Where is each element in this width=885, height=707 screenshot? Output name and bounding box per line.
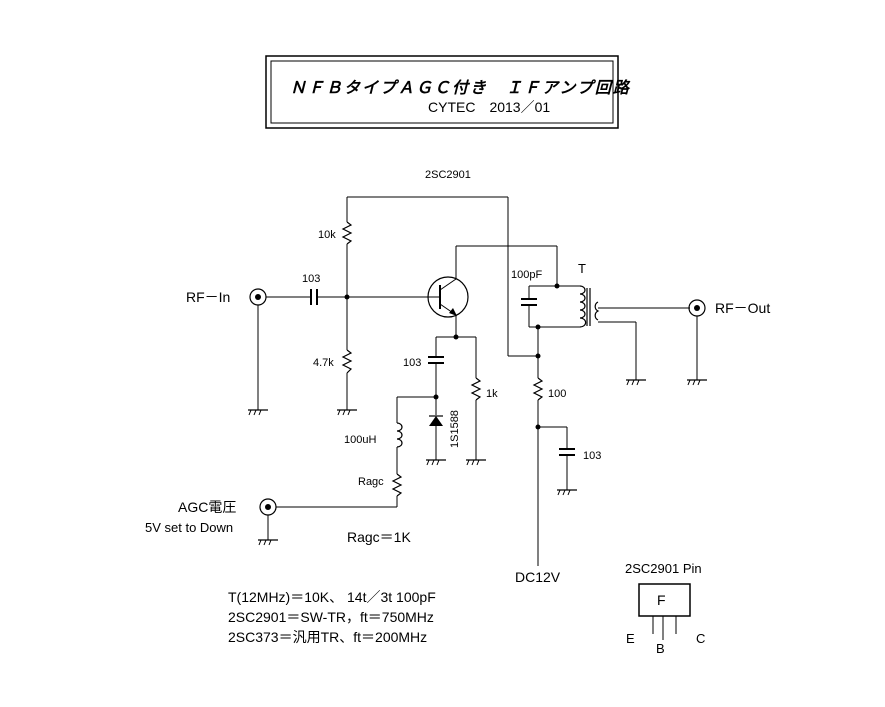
emitter-capacitor-label: 103 [403, 357, 421, 369]
rf-out-connector [688, 299, 706, 317]
pin-c-label: C [696, 631, 705, 646]
agc-connector [259, 498, 277, 516]
decoupling-capacitor [559, 448, 575, 456]
pinout-package [638, 583, 691, 640]
input-capacitor-label: 103 [302, 273, 320, 285]
resistor-ragc [391, 473, 403, 497]
pin-e-label: E [626, 631, 635, 646]
resistor-10k-label: 10k [318, 229, 336, 241]
rf-out-label: RF－Out [715, 300, 770, 316]
emitter-capacitor [428, 356, 444, 364]
inductor-label: 100uH [344, 434, 376, 446]
diode-label: 1S1588 [449, 410, 461, 448]
note-2sc2901-spec: 2SC2901＝SW-TR，ft＝750MHz [228, 609, 434, 625]
resistor-1k-label: 1k [486, 388, 498, 400]
pinout-title: 2SC2901 Pin [625, 561, 702, 576]
decoupling-capacitor-label: 103 [583, 450, 601, 462]
ground-symbol-rf-in [248, 409, 268, 416]
resistor-100-label: 100 [548, 388, 566, 400]
resistor-ragc-label: Ragc [358, 476, 384, 488]
diagram-title: ＮＦＢタイプＡＧＣ付き ＩＦアンプ回路 [290, 78, 631, 97]
tank-capacitor-label: 100pF [511, 269, 542, 281]
ground-symbol-emitter [466, 459, 486, 466]
transformer-t [579, 285, 600, 328]
agc-voltage-label: AGC電圧 [178, 499, 236, 515]
resistor-4k7-label: 4.7k [313, 357, 334, 369]
rf-in-connector [249, 288, 267, 306]
title-box: ＮＦＢタイプＡＧＣ付き ＩＦアンプ回路 CYTEC 2013／01 [265, 55, 631, 129]
diagram-subtitle: CYTEC 2013／01 [428, 99, 550, 115]
ragc-value-label: Ragc＝1K [347, 529, 411, 545]
pin-b-label: B [656, 641, 665, 656]
ground-symbol-bias [337, 409, 357, 416]
ground-symbol-rf-out [687, 379, 707, 386]
rf-in-label: RF－In [186, 289, 230, 305]
ground-symbol-decoupling [557, 489, 577, 496]
resistor-100 [532, 377, 544, 401]
ground-symbol-transformer [626, 379, 646, 386]
input-capacitor [310, 289, 318, 305]
tank-capacitor [521, 298, 537, 306]
transformer-label: T [578, 261, 586, 276]
note-2sc373-spec: 2SC373＝汎用TR、ft＝200MHz [228, 629, 427, 645]
resistor-1k [470, 377, 482, 401]
pinout-package-label: F [657, 592, 666, 608]
diode-1s1588 [429, 415, 443, 426]
ground-symbol-agc [258, 539, 278, 546]
ground-symbol-diode [426, 459, 446, 466]
note-transformer-spec: T(12MHz)＝10K、 14t／3t 100pF [228, 589, 436, 605]
resistor-10k [341, 221, 353, 245]
agc-note-label: 5V set to Down [145, 520, 233, 535]
resistor-4k7 [341, 349, 353, 374]
inductor-100uh [396, 422, 403, 448]
transistor-label: 2SC2901 [425, 169, 471, 181]
transistor-2sc2901 [427, 276, 469, 318]
dc-supply-label: DC12V [515, 569, 561, 585]
